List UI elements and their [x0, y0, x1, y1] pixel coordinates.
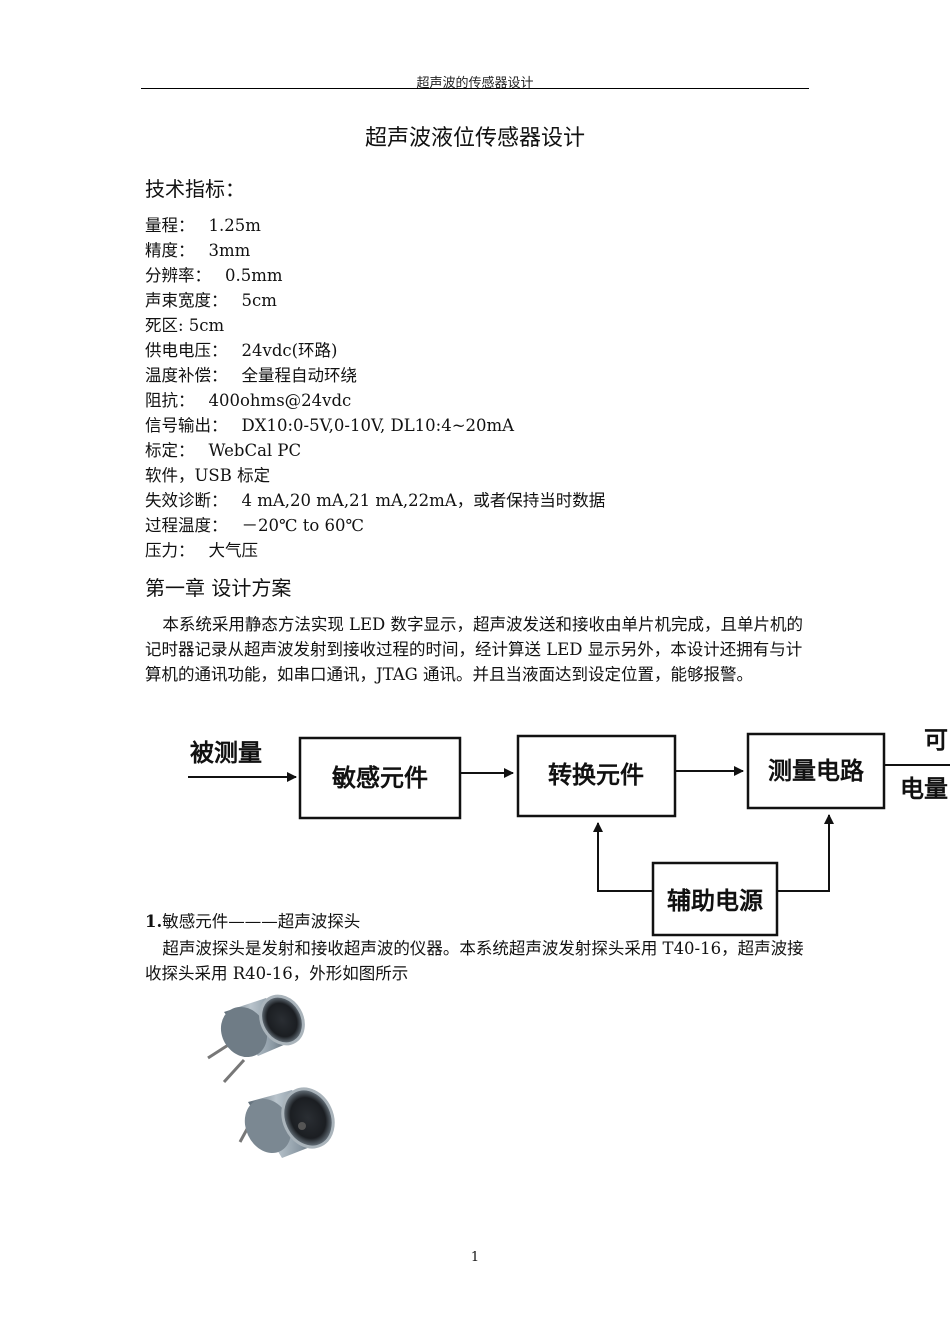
spec-label: 量程：: [145, 216, 195, 235]
block-sensor-label: 敏感元件: [331, 764, 428, 792]
spec-value: －20℃ to 60℃: [241, 516, 364, 535]
section-paragraph: 超声波探头是发射和接收超声波的仪器。本系统超声波发射探头采用 T40-16，超声…: [145, 936, 809, 986]
spec-item: 标定： WebCal PC: [145, 438, 301, 463]
chapter-heading: 第一章 设计方案: [145, 576, 292, 600]
block-diagram: 被测量 敏感元件 转换元件 测量电路 可 电量 辅助电源: [188, 726, 950, 937]
spec-item: 量程： 1.25m: [145, 213, 261, 238]
spec-label: 温度补偿：: [145, 366, 228, 385]
diagram-input-label: 被测量: [190, 739, 262, 767]
spec-label: 分辨率：: [145, 266, 211, 285]
spec-value: 24vdc(环路): [241, 341, 338, 360]
spec-item: 声束宽度： 5cm: [145, 288, 277, 313]
spec-value: 5cm: [241, 291, 277, 310]
probe-receiver: [238, 1087, 335, 1158]
spec-value: 3mm: [208, 241, 251, 260]
spec-item: 压力： 大气压: [145, 538, 258, 563]
block-power-label: 辅助电源: [667, 887, 763, 915]
spec-value: 4 mA,20 mA,21 mA,22mA，或者保持当时数据: [241, 491, 606, 510]
page-number: 1: [470, 1250, 480, 1265]
section-number: 1.: [145, 912, 163, 931]
spec-value: 400ohms@24vdc: [208, 391, 352, 410]
spec-item: 分辨率： 0.5mm: [145, 263, 283, 288]
output-label-bottom: 电量: [900, 775, 948, 803]
paragraph-text: 本系统采用静态方法实现 LED 数字显示，超声波发送和接收由单片机完成，且单片机…: [145, 615, 804, 684]
spec-label: 信号输出：: [145, 416, 228, 435]
spec-value: 全量程自动环绕: [241, 366, 358, 385]
spec-label: 压力：: [145, 541, 195, 560]
arrow-power-measure: [777, 814, 834, 892]
spec-label: 死区: 5cm: [145, 316, 225, 335]
spec-label: 过程温度：: [145, 516, 228, 535]
spec-item: 过程温度： －20℃ to 60℃: [145, 513, 364, 538]
spec-label: 软件，USB 标定: [145, 466, 271, 485]
document-title: 超声波液位传感器设计: [364, 126, 585, 151]
block-sensor: [298, 736, 462, 820]
section-heading: 1.敏感元件———超声波探头: [145, 912, 360, 932]
spec-item: 失效诊断： 4 mA,20 mA,21 mA,22mA，或者保持当时数据: [145, 488, 605, 513]
spec-value: WebCal PC: [208, 441, 302, 460]
spec-item: 供电电压： 24vdc(环路): [145, 338, 338, 363]
block-converter: [516, 734, 677, 818]
spec-label: 阻抗：: [145, 391, 195, 410]
spec-label: 标定：: [145, 441, 195, 460]
spec-label: 精度：: [145, 241, 195, 260]
spec-item: 死区: 5cm: [145, 313, 224, 338]
section-title: 敏感元件———超声波探头: [162, 912, 361, 931]
block-measure: [746, 732, 886, 810]
paragraph-text: 超声波探头是发射和接收超声波的仪器。本系统超声波发射探头采用 T40-16，超声…: [145, 939, 804, 983]
chapter-paragraph: 本系统采用静态方法实现 LED 数字显示，超声波发送和接收由单片机完成，且单片机…: [145, 612, 809, 687]
spec-label: 供电电压：: [145, 341, 228, 360]
block-measure-label: 测量电路: [768, 757, 865, 785]
spec-item: 软件，USB 标定: [145, 463, 270, 488]
tech-specs-heading: 技术指标：: [145, 177, 245, 201]
spec-item: 精度： 3mm: [145, 238, 250, 263]
spec-value: DX10:0-5V,0-10V, DL10:4~20mA: [241, 416, 515, 435]
spec-item: 温度补偿： 全量程自动环绕: [145, 363, 357, 388]
spec-label: 声束宽度：: [145, 291, 228, 310]
block-converter-label: 转换元件: [548, 761, 644, 789]
spec-value: 1.25m: [208, 216, 261, 235]
spec-item: 信号输出： DX10:0-5V,0-10V, DL10:4~20mA: [145, 413, 514, 438]
block-power: [651, 861, 779, 937]
spec-label: 失效诊断：: [145, 491, 228, 510]
spec-item: 阻抗： 400ohms@24vdc: [145, 388, 351, 413]
header-rule: [141, 88, 809, 89]
spec-value: 大气压: [208, 541, 259, 560]
probe-transmitter: [207, 994, 305, 1084]
arrow-power-converter: [593, 822, 653, 892]
ultrasonic-probes-photo: [207, 994, 335, 1158]
spec-value: 0.5mm: [225, 266, 283, 285]
running-header: 超声波的传感器设计: [416, 76, 534, 91]
output-label-top: 可: [924, 726, 948, 754]
